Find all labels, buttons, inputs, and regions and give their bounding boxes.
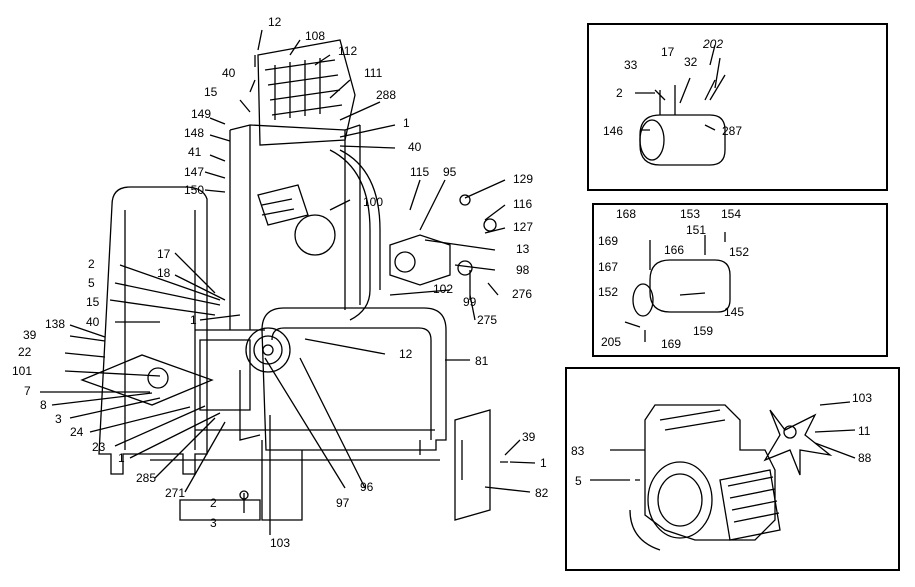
inset-panel-engine — [565, 367, 900, 571]
callout-label: 15 — [204, 85, 218, 99]
callout-label: 149 — [191, 107, 212, 121]
callout-label: 275 — [477, 313, 498, 327]
callout-label: 40 — [408, 140, 422, 154]
inset-callout-label: 169 — [598, 234, 619, 248]
callout-label: 101 — [12, 364, 33, 378]
callout-label: 102 — [433, 282, 454, 296]
inset-callout-label: 103 — [852, 391, 873, 405]
callout-label: 129 — [513, 172, 534, 186]
callout-label: 95 — [443, 165, 457, 179]
callout-label: 12 — [399, 347, 413, 361]
callout-label: 138 — [45, 317, 66, 331]
callout-label: 108 — [305, 29, 326, 43]
inset-callout-label: 33 — [624, 58, 638, 72]
inset-callout-label: 11 — [858, 424, 871, 438]
inset-callout-label: 159 — [693, 324, 714, 338]
callout-label: 3 — [55, 412, 62, 426]
inset-callout-label: 153 — [680, 207, 701, 221]
callout-label: 2 — [210, 496, 217, 510]
inset-callout-label: 167 — [598, 260, 619, 274]
callout-label: 17 — [157, 247, 171, 261]
callout-label: 12 — [268, 15, 282, 29]
callout-label: 39 — [23, 328, 37, 342]
inset-callout-label: 32 — [684, 55, 698, 69]
inset-callout-label: 83 — [571, 444, 585, 458]
inset-callout-label: 88 — [858, 451, 872, 465]
callout-label: 147 — [184, 165, 205, 179]
callout-label: 100 — [363, 195, 384, 209]
callout-label: 5 — [88, 276, 95, 290]
inset-panel-motor-top — [587, 23, 888, 191]
callout-label: 276 — [512, 287, 533, 301]
callout-label: 271 — [165, 486, 186, 500]
callout-label: 1 — [190, 313, 197, 327]
callout-label: 116 — [513, 197, 533, 211]
callout-label: 40 — [222, 66, 236, 80]
inset-callout-label: 166 — [664, 243, 685, 257]
inset-callout-label: 5 — [575, 474, 582, 488]
inset-callout-label: 168 — [616, 207, 637, 221]
inset-callout-label: 17 — [661, 45, 675, 59]
callout-label: 82 — [535, 486, 549, 500]
callout-label: 22 — [18, 345, 32, 359]
callout-label: 7 — [24, 384, 31, 398]
callout-label: 41 — [188, 145, 202, 159]
callout-label: 115 — [410, 165, 430, 179]
callout-label: 96 — [360, 480, 374, 494]
callout-label: 18 — [157, 266, 171, 280]
callout-label: 285 — [136, 471, 157, 485]
callout-label: 13 — [516, 242, 530, 256]
callout-label: 127 — [513, 220, 534, 234]
callout-label: 39 — [522, 430, 536, 444]
callout-label: 98 — [516, 263, 530, 277]
callout-label: 148 — [184, 126, 205, 140]
callout-label: 111 — [364, 66, 383, 80]
callout-label: 103 — [270, 536, 291, 550]
callout-label: 81 — [475, 354, 489, 368]
inset-callout-label: 146 — [603, 124, 624, 138]
callout-label: 288 — [376, 88, 397, 102]
inset-callout-label: 151 — [686, 223, 707, 237]
inset-callout-label: 287 — [722, 124, 743, 138]
callout-label: 2 — [88, 257, 95, 271]
inset-callout-label: 169 — [661, 337, 682, 351]
inset-callout-label: 145 — [724, 305, 745, 319]
inset-callout-label: 152 — [729, 245, 750, 259]
callout-label: 1 — [540, 456, 547, 470]
callout-label: 23 — [92, 440, 106, 454]
inset-callout-label: 202 — [703, 37, 724, 51]
callout-label: 8 — [40, 398, 47, 412]
inset-callout-label: 205 — [601, 335, 622, 349]
callout-label: 112 — [338, 44, 358, 58]
callout-label: 24 — [70, 425, 84, 439]
callout-label: 40 — [86, 315, 100, 329]
inset-callout-label: 152 — [598, 285, 619, 299]
callout-label: 1 — [403, 116, 410, 130]
callout-label: 3 — [210, 516, 217, 530]
inset-panel-motor-middle — [592, 203, 888, 357]
callout-label: 97 — [336, 496, 350, 510]
inset-callout-label: 2 — [616, 86, 623, 100]
inset-callout-label: 154 — [721, 207, 742, 221]
callout-label: 99 — [463, 295, 477, 309]
callout-label: 15 — [86, 295, 100, 309]
callout-label: 1 — [118, 451, 125, 465]
callout-label: 150 — [184, 183, 205, 197]
